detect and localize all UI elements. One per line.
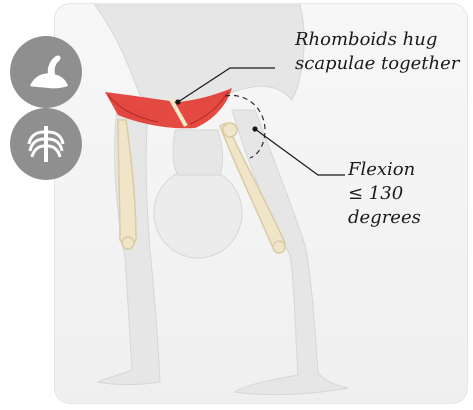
rib-cage-icon [10, 108, 82, 180]
muscle-arm-icon [10, 36, 82, 108]
rhomboids-annotation: Rhomboids hug scapulae together [295, 28, 465, 76]
flexion-annotation: Flexion ≤ 130 degrees [348, 158, 458, 230]
